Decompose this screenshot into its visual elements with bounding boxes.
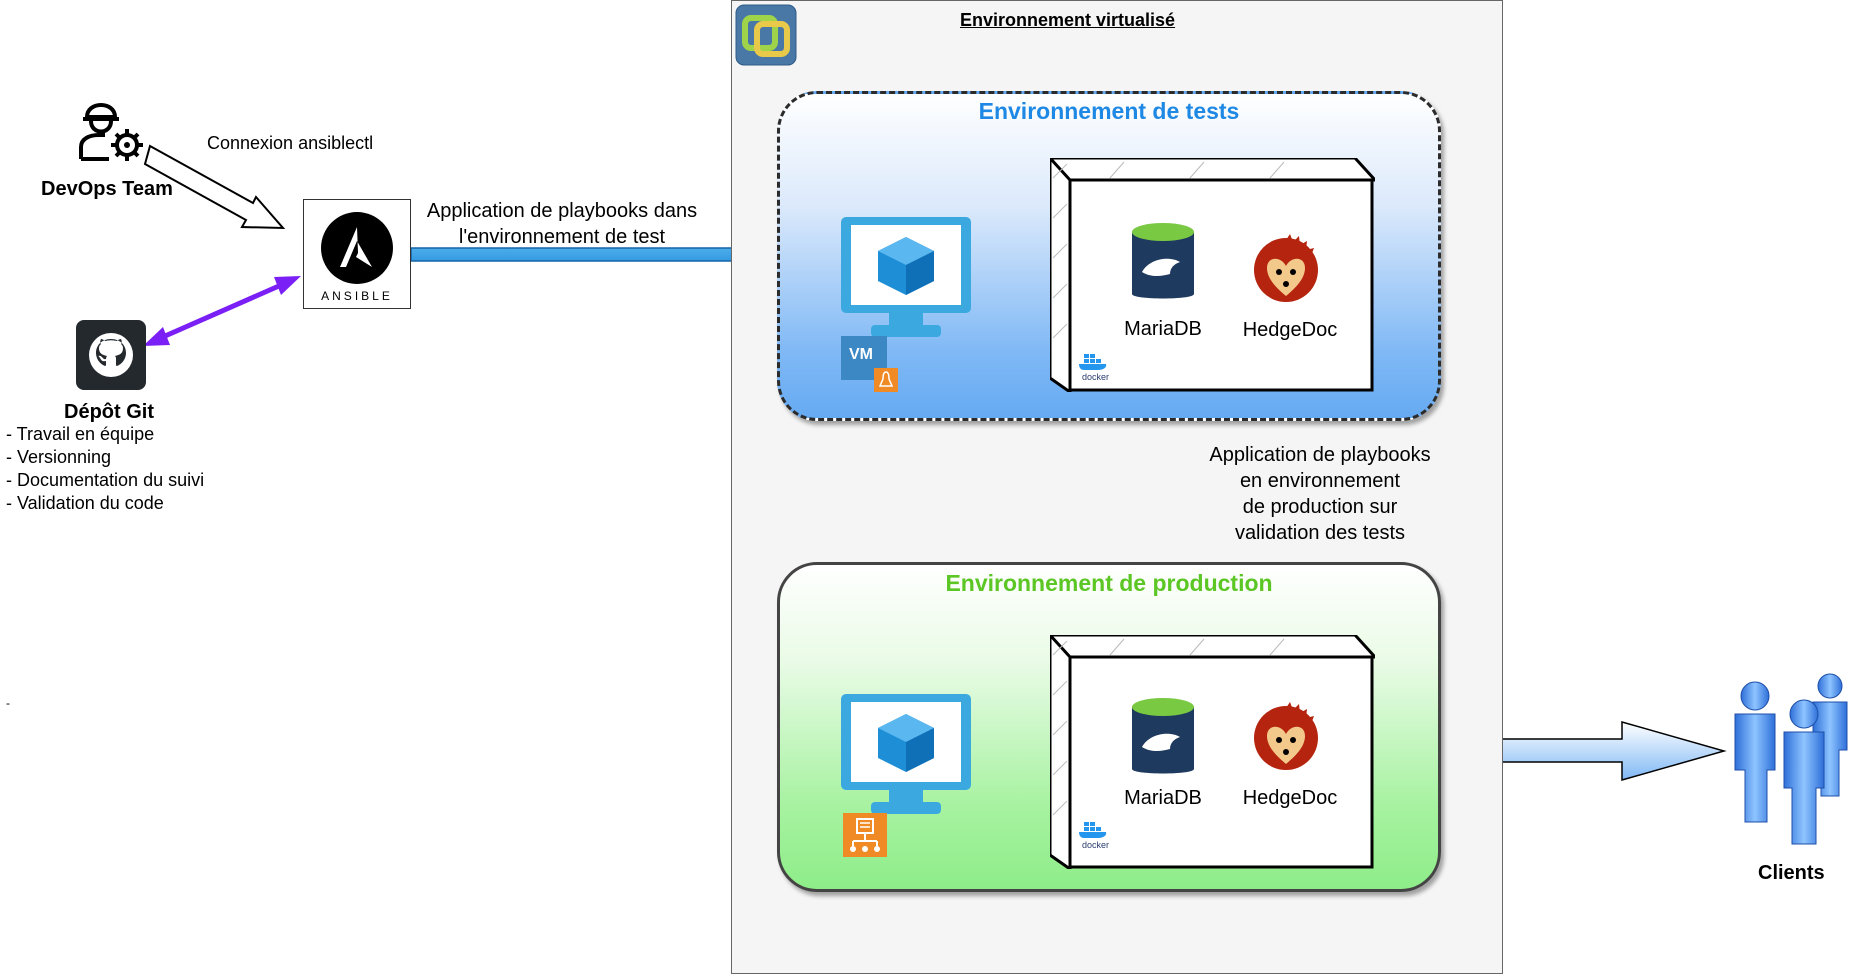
test-arrow-label-line2: l'environnement de test xyxy=(458,226,666,248)
prod-arrow-label-line3: de production sur xyxy=(1242,496,1398,518)
stray-mark: - xyxy=(6,696,10,710)
linux-icon xyxy=(874,368,898,392)
prod-mariadb-icon xyxy=(1130,697,1196,779)
network-server-icon xyxy=(843,813,887,857)
git-label: Dépôt Git xyxy=(64,401,154,423)
prod-arrow-label-line1: Application de playbooks xyxy=(1209,444,1431,466)
test-arrow-label: Application de playbooks dans l'environn… xyxy=(412,198,712,250)
test-docker-icon xyxy=(1076,350,1112,380)
test-vm-monitor-icon xyxy=(839,215,973,339)
devops-to-ansible-arrow xyxy=(143,144,286,230)
list-item: - Versionning xyxy=(6,447,112,467)
list-item: - Documentation du suivi xyxy=(6,470,205,490)
test-environment-title: Environnement de tests xyxy=(978,98,1240,124)
vsphere-icon xyxy=(735,4,797,66)
prod-docker-icon xyxy=(1076,818,1112,848)
test-mariadb-icon xyxy=(1130,222,1196,304)
test-docker-label: docker xyxy=(1082,372,1110,382)
test-mariadb-label: MariaDB xyxy=(1124,318,1202,340)
prod-docker-container xyxy=(1046,633,1379,872)
list-item: - Travail en équipe xyxy=(6,424,155,444)
devops-label: DevOps Team xyxy=(41,178,173,200)
git-features-list: - Travail en équipe - Versionning - Docu… xyxy=(6,423,204,515)
ansible-label: ANSIBLE xyxy=(321,289,393,303)
vm-badge-label: VM xyxy=(849,346,873,363)
clients-label: Clients xyxy=(1758,862,1825,884)
github-icon xyxy=(76,320,146,390)
clients-group-icon xyxy=(1733,672,1851,848)
prod-hedgedoc-label: HedgeDoc xyxy=(1242,787,1338,809)
list-item: - Validation du code xyxy=(6,493,164,513)
prod-arrow-label-line4: validation des tests xyxy=(1234,522,1406,544)
virtualized-environment-title: Environnement virtualisé xyxy=(960,10,1176,30)
ansible-icon xyxy=(320,211,394,285)
test-arrow-label-line1: Application de playbooks dans xyxy=(426,200,698,222)
production-environment-title: Environnement de production xyxy=(945,570,1273,596)
prod-hedgedoc-icon xyxy=(1253,702,1319,776)
test-hedgedoc-icon xyxy=(1253,234,1319,308)
prod-docker-label: docker xyxy=(1082,840,1110,850)
prod-mariadb-label: MariaDB xyxy=(1124,787,1202,809)
prod-vm-monitor-icon xyxy=(839,692,973,816)
test-hedgedoc-label: HedgeDoc xyxy=(1242,319,1338,341)
connexion-label: Connexion ansiblectl xyxy=(207,133,374,153)
prod-arrow-label: Application de playbooks en environnemen… xyxy=(1180,442,1460,546)
prod-arrow-label-line2: en environnement xyxy=(1239,470,1401,492)
test-docker-container xyxy=(1046,156,1379,395)
devops-engineer-icon xyxy=(75,93,147,165)
ansible-git-arrow xyxy=(143,276,301,346)
